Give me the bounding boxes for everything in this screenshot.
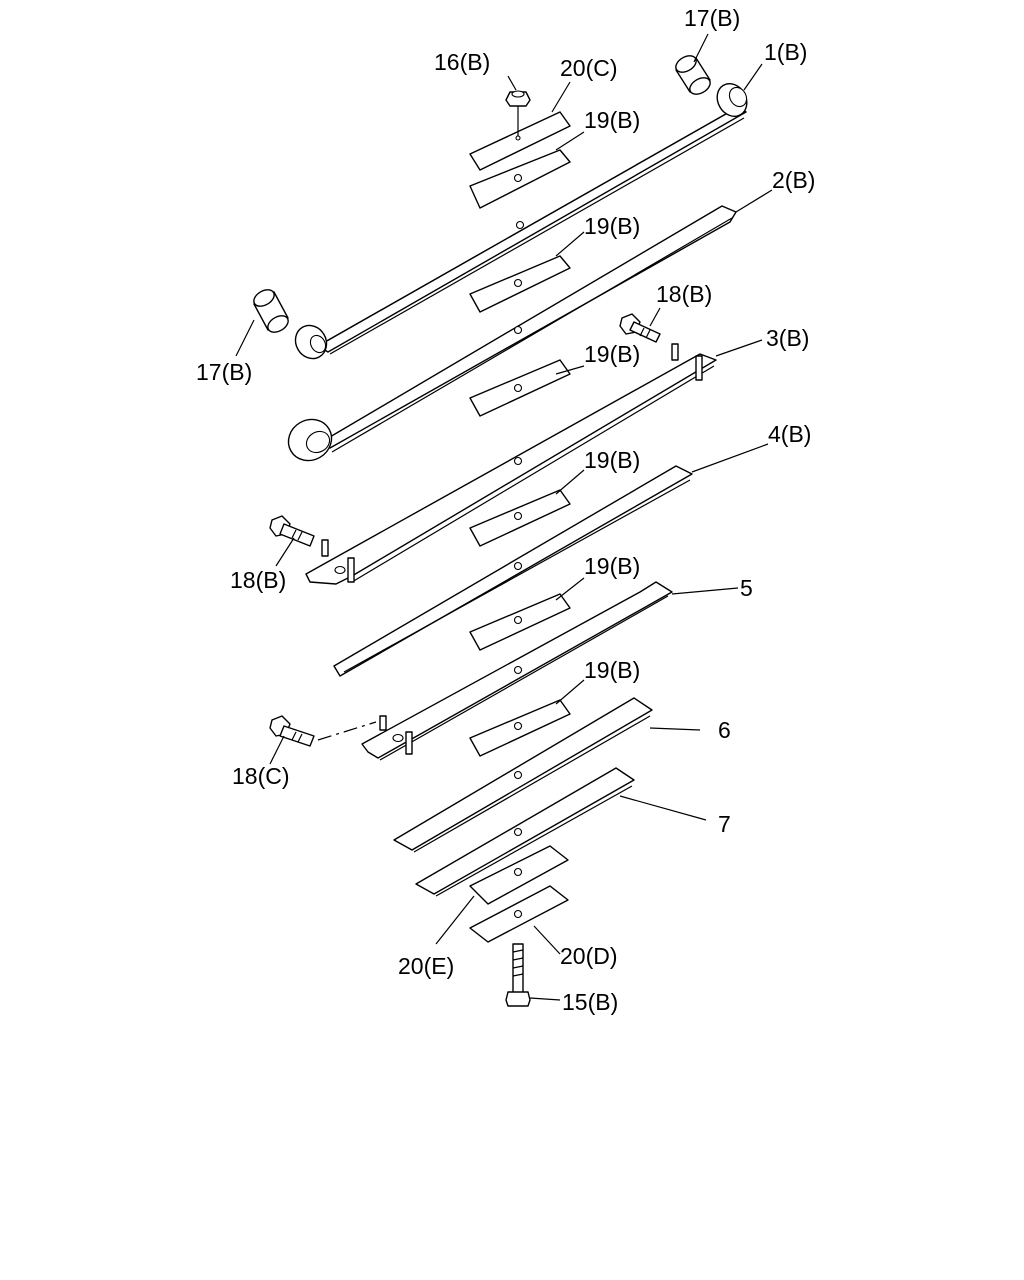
label-18b-left: 18(B): [230, 567, 286, 593]
label-20e: 20(E): [398, 953, 454, 979]
label-20c: 20(C): [560, 55, 618, 81]
leaf-6: [393, 697, 653, 853]
leaf-2: [287, 205, 737, 462]
leaf-7: [415, 767, 635, 897]
label-19b-5: 19(B): [584, 553, 640, 579]
plate-20e: [469, 845, 569, 905]
plate-20d: [469, 885, 569, 943]
label-5: 5: [740, 575, 753, 601]
label-16b: 16(B): [434, 49, 490, 75]
label-15b: 15(B): [562, 989, 618, 1015]
label-7: 7: [718, 811, 731, 837]
nut-16b: [505, 90, 531, 107]
label-4b: 4(B): [768, 421, 811, 447]
label-3b: 3(B): [766, 325, 809, 351]
label-19b-1: 19(B): [584, 107, 640, 133]
pad-19b-3: [469, 359, 571, 417]
pad-19b-6: [469, 699, 571, 757]
leaf-3: [305, 343, 717, 585]
bolt-15b: [505, 943, 531, 1007]
label-19b-2: 19(B): [584, 213, 640, 239]
leaf-1-main-leaf: [294, 82, 748, 360]
plate-20c: [469, 106, 571, 171]
pad-19b-5: [469, 593, 571, 651]
label-19b-6: 19(B): [584, 657, 640, 683]
label-1b: 1(B): [764, 39, 807, 65]
bolt-18b-left: [269, 515, 315, 547]
bolt-18c: [269, 715, 377, 747]
label-18c: 18(C): [232, 763, 290, 789]
label-2b: 2(B): [772, 167, 815, 193]
label-17b-left: 17(B): [196, 359, 252, 385]
leader-lines: [235, 33, 773, 1001]
bushing-17b-top: [675, 55, 711, 95]
pad-19b-2: [469, 255, 571, 313]
pad-19b-4: [469, 489, 571, 547]
label-6: 6: [718, 717, 731, 743]
label-19b-4: 19(B): [584, 447, 640, 473]
bolt-18b-top: [619, 313, 661, 343]
bushing-17b-left: [253, 289, 289, 333]
label-19b-3: 19(B): [584, 341, 640, 367]
label-18b-top: 18(B): [656, 281, 712, 307]
label-17b-top: 17(B): [684, 5, 740, 31]
pad-19b-1: [469, 149, 571, 209]
leaf-4: [333, 465, 693, 677]
leaf-5: [361, 581, 673, 761]
label-20d: 20(D): [560, 943, 618, 969]
